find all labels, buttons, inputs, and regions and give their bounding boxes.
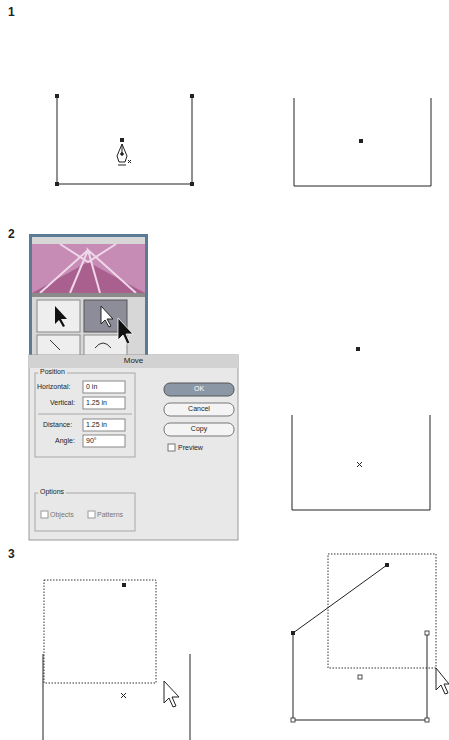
group-title: Position xyxy=(38,368,67,376)
selection-bounds xyxy=(328,554,436,668)
selection-bounds xyxy=(44,580,156,683)
field-label: Angle: xyxy=(55,437,75,445)
pen-tool-cursor xyxy=(117,144,131,165)
step1-left-shape xyxy=(57,96,192,184)
moved-point xyxy=(356,347,360,351)
field-label: Horizontal: xyxy=(37,383,70,391)
move-dialog xyxy=(29,355,238,540)
arrow-cursor xyxy=(436,668,449,694)
field-value: 90° xyxy=(86,437,97,445)
step-number: 1 xyxy=(8,6,15,19)
step-number: 2 xyxy=(8,228,15,241)
field-label: Vertical: xyxy=(50,399,75,407)
moved-point xyxy=(122,583,126,587)
step2-right-shape xyxy=(292,415,430,510)
checkbox-label: Preview xyxy=(178,444,203,452)
center-x xyxy=(357,462,362,467)
closed-shape xyxy=(293,565,427,720)
center-point xyxy=(359,139,363,143)
checkbox-label: Patterns xyxy=(97,511,123,519)
step3-left-shape xyxy=(43,654,190,740)
button-label: Copy xyxy=(164,425,234,433)
anchor-points xyxy=(291,563,429,722)
group-title: Options xyxy=(38,488,66,496)
checkbox-label: Objects xyxy=(50,511,74,519)
tools-panel xyxy=(29,234,148,360)
button-label: Cancel xyxy=(164,405,234,413)
arrow-cursor xyxy=(164,681,179,707)
field-value: 0 in xyxy=(86,383,97,391)
button-label: OK xyxy=(164,385,234,393)
step-number: 3 xyxy=(8,548,15,561)
anchor-points xyxy=(55,94,194,186)
step1-right-shape xyxy=(294,98,431,186)
field-label: Distance: xyxy=(43,421,72,429)
dialog-title: Move xyxy=(29,357,238,366)
field-value: 1.25 in xyxy=(86,399,107,407)
center-x xyxy=(121,693,126,698)
field-value: 1.25 in xyxy=(86,421,107,429)
